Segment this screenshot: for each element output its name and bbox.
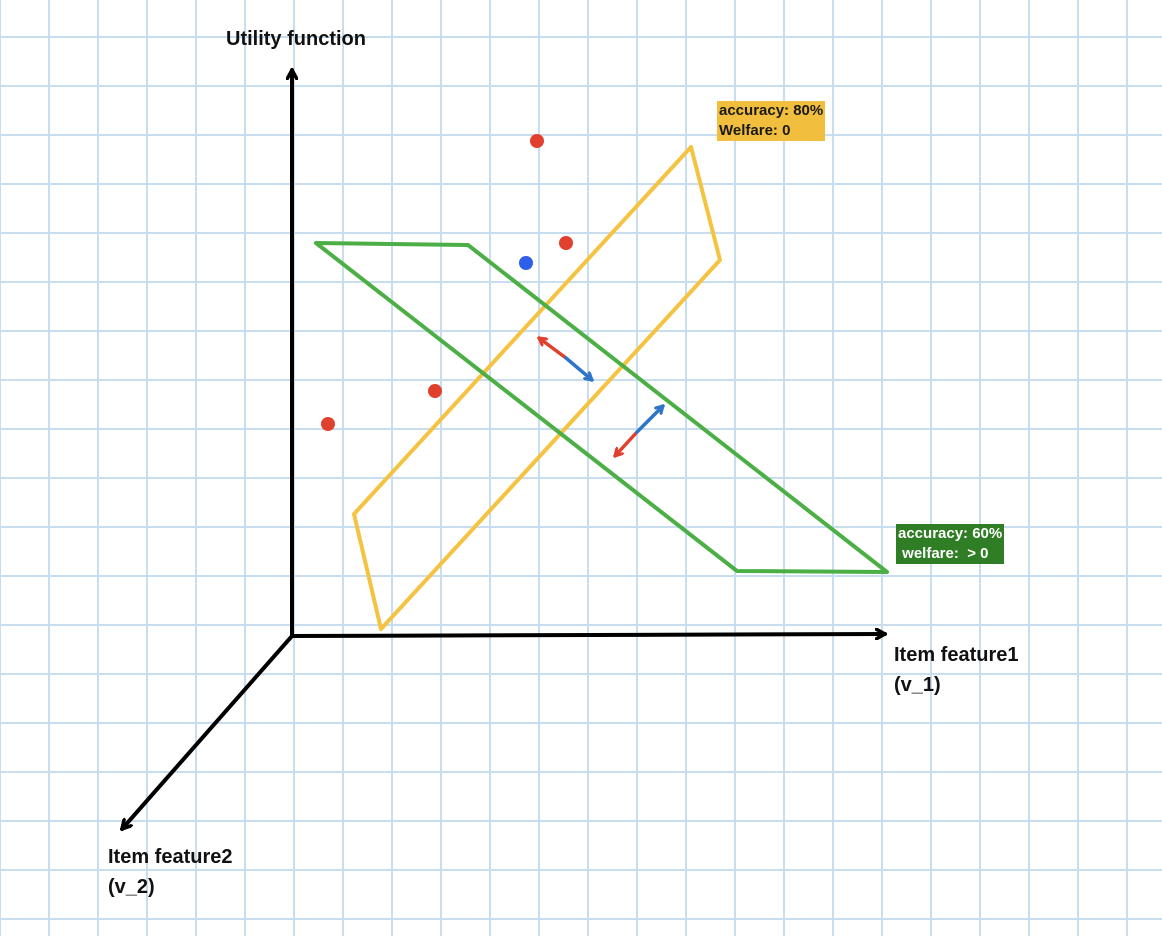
red-point bbox=[428, 384, 442, 398]
upper-red-arrow bbox=[537, 336, 568, 360]
yellow-plane-label: accuracy: 80% Welfare: 0 bbox=[717, 101, 826, 141]
feature1-axis bbox=[290, 634, 887, 636]
red-point bbox=[321, 417, 335, 431]
green-plane bbox=[314, 241, 889, 574]
green-label-welfare: welfare: > 0 bbox=[898, 545, 989, 562]
upper-blue-arrow bbox=[564, 356, 594, 382]
upper-arrow-pair bbox=[537, 336, 594, 382]
feature2-title-line2: (v_2) bbox=[108, 876, 155, 898]
yellow-plane bbox=[352, 145, 722, 631]
feature2-axis-title: Item feature2 (v_2) bbox=[108, 842, 233, 902]
feature1-title-line1: Item feature1 bbox=[894, 644, 1019, 666]
lower-red-arrow bbox=[613, 430, 639, 458]
red-point bbox=[559, 236, 573, 250]
yellow-label-accuracy: accuracy: 80% bbox=[719, 102, 824, 119]
lower-arrow-pair bbox=[613, 404, 665, 458]
utility-axis-title: Utility function bbox=[226, 28, 366, 50]
blue-point bbox=[519, 256, 533, 270]
feature1-axis-title: Item feature1 (v_1) bbox=[894, 640, 1019, 700]
green-plane-label: accuracy: 60% welfare: > 0 bbox=[896, 524, 1005, 564]
lower-blue-arrow bbox=[635, 404, 665, 434]
feature1-title-line2: (v_1) bbox=[894, 674, 941, 696]
feature2-title-line1: Item feature2 bbox=[108, 846, 233, 868]
feature2-axis bbox=[120, 634, 294, 831]
red-point bbox=[530, 134, 544, 148]
green-label-accuracy: accuracy: 60% bbox=[898, 525, 1003, 542]
yellow-label-welfare: Welfare: 0 bbox=[719, 122, 791, 139]
